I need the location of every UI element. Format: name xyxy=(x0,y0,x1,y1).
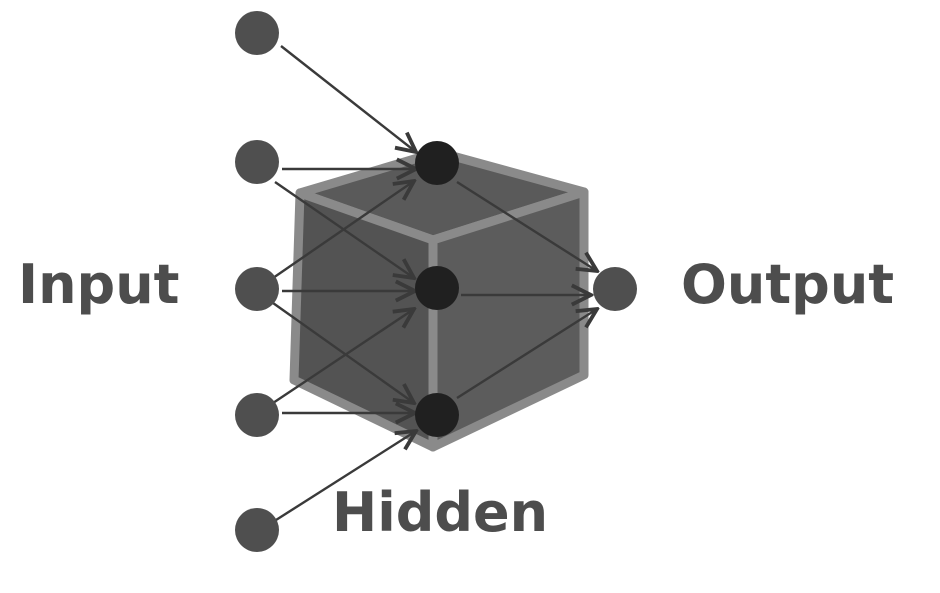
output-layer-nodes xyxy=(593,267,637,311)
input-node xyxy=(235,393,279,437)
input-layer-nodes xyxy=(235,11,279,552)
output-layer-label: Output xyxy=(681,253,895,316)
hidden-node xyxy=(415,266,459,310)
connection-arrow xyxy=(456,180,597,271)
cube-left-face xyxy=(289,188,438,452)
connection-arrow xyxy=(280,45,416,152)
hidden-layer-nodes xyxy=(415,141,459,437)
input-node xyxy=(235,11,279,55)
input-hidden-connections xyxy=(272,45,416,522)
hidden-node xyxy=(415,393,459,437)
input-node xyxy=(235,267,279,311)
hidden-node xyxy=(415,141,459,185)
connection-arrow xyxy=(272,302,414,403)
input-node xyxy=(235,140,279,184)
input-node xyxy=(235,508,279,552)
connection-arrow xyxy=(456,309,597,400)
connection-arrow xyxy=(275,431,416,522)
cube-right-face xyxy=(428,187,589,452)
hidden-layer-label: Hidden xyxy=(332,481,549,544)
connection-arrow xyxy=(272,309,414,404)
connection-arrow xyxy=(272,181,414,279)
output-node xyxy=(593,267,637,311)
input-layer-label: Input xyxy=(18,253,180,316)
hidden-output-connections xyxy=(456,180,597,400)
